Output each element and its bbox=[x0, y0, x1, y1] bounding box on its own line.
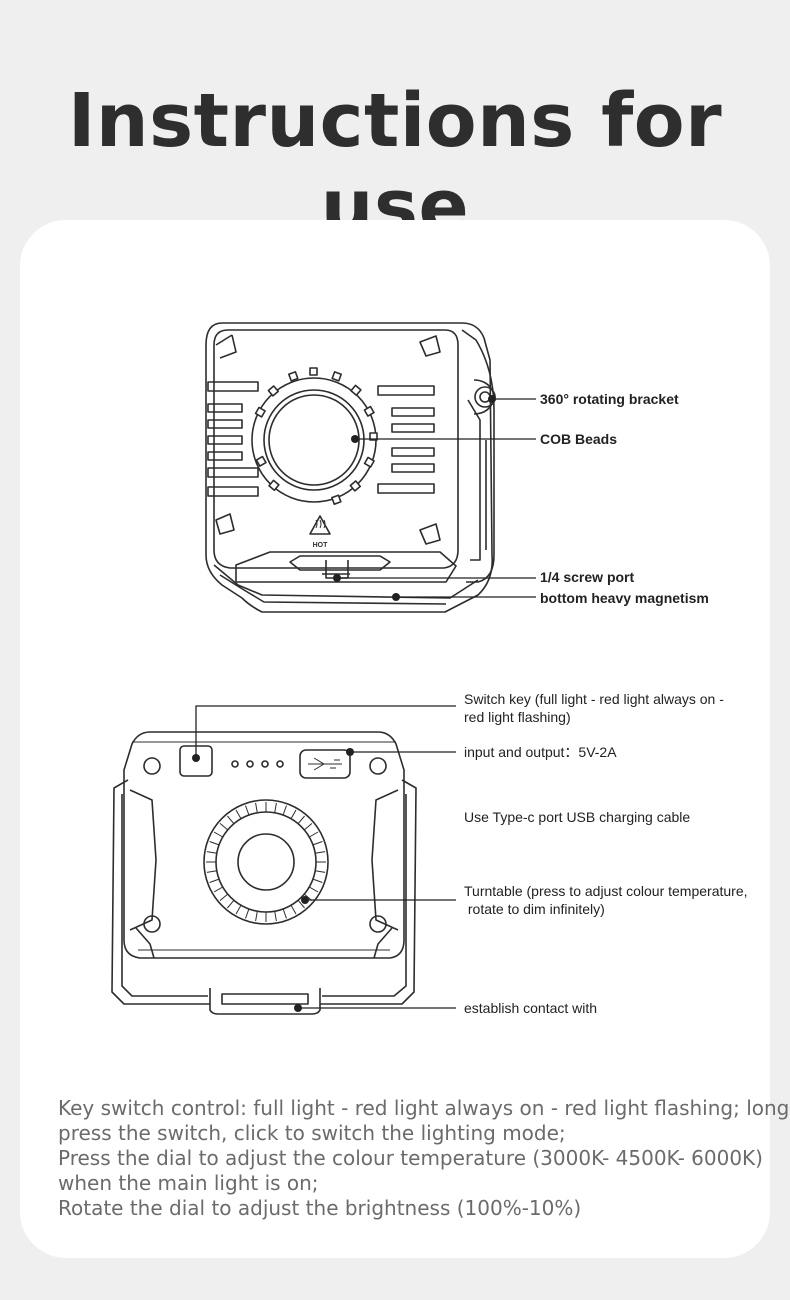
dial-tick bbox=[309, 886, 319, 893]
dial-tick bbox=[290, 905, 297, 915]
dial-tick bbox=[274, 802, 277, 813]
instruction-line: Rotate the dial to adjust the brightness… bbox=[58, 1196, 582, 1220]
dial-tick bbox=[227, 815, 235, 825]
dial-tick bbox=[274, 911, 277, 922]
label-rotating-bracket: 360° rotating bracket bbox=[540, 391, 679, 407]
dial-tick bbox=[297, 899, 305, 909]
label-cob-beads: COB Beads bbox=[540, 431, 618, 447]
label-input-output: input and output：5V-2A bbox=[464, 744, 617, 760]
content-card bbox=[20, 220, 770, 1258]
dial-tick bbox=[255, 911, 258, 922]
instruction-line: Press the dial to adjust the colour temp… bbox=[58, 1146, 763, 1170]
top-device-illustration bbox=[205, 322, 496, 613]
label-screw-port: 1/4 screw port bbox=[540, 569, 635, 585]
dial-tick bbox=[312, 878, 323, 883]
dial-tick bbox=[213, 886, 223, 893]
dial-tick bbox=[206, 870, 217, 873]
label-turntable-cont: rotate to dim infinitely) bbox=[464, 901, 605, 917]
leader-dots bbox=[192, 395, 496, 1012]
instruction-text: Key switch control: full light - red lig… bbox=[58, 1096, 790, 1221]
dial-tick bbox=[206, 851, 217, 854]
dial-tick bbox=[309, 831, 319, 838]
dial-tick bbox=[312, 841, 323, 846]
leader-lines bbox=[195, 398, 536, 1009]
instruction-line: when the main light is on; bbox=[58, 1171, 319, 1195]
label-establish-contact: establish contact with bbox=[464, 1000, 598, 1016]
label-switch-key: Switch key (full light - red light alway… bbox=[464, 691, 724, 707]
label-bottom-magnetism: bottom heavy magnetism bbox=[540, 590, 709, 606]
label-typec-cable: Use Type-c port USB charging cable bbox=[464, 809, 691, 825]
dial-tick bbox=[303, 823, 313, 831]
dial-tick bbox=[245, 805, 250, 816]
dial-tick bbox=[227, 899, 235, 909]
dial-tick bbox=[219, 893, 229, 901]
dial-tick bbox=[255, 802, 258, 813]
dial-tick bbox=[209, 878, 220, 883]
dial-tick bbox=[315, 870, 326, 873]
dial-tick bbox=[282, 805, 287, 816]
dial-tick bbox=[315, 851, 326, 854]
dial-tick bbox=[235, 809, 242, 819]
dial-tick bbox=[245, 908, 250, 919]
dial-tick bbox=[290, 809, 297, 819]
dial-tick bbox=[219, 823, 229, 831]
label-switch-key-cont: red light flashing) bbox=[464, 709, 571, 725]
label-turntable: Turntable (press to adjust colour temper… bbox=[464, 883, 748, 899]
instruction-line: press the switch, click to switch the li… bbox=[58, 1121, 566, 1145]
dial-tick bbox=[235, 905, 242, 915]
dial-tick bbox=[297, 815, 305, 825]
dial-tick bbox=[209, 841, 220, 846]
hot-mark: HOT bbox=[313, 542, 329, 549]
dial-tick bbox=[282, 908, 287, 919]
instruction-line: Key switch control: full light - red lig… bbox=[58, 1096, 790, 1120]
dial-tick bbox=[213, 831, 223, 838]
page-title: Instructions for use bbox=[67, 78, 723, 250]
bottom-device-illustration bbox=[111, 731, 417, 1015]
